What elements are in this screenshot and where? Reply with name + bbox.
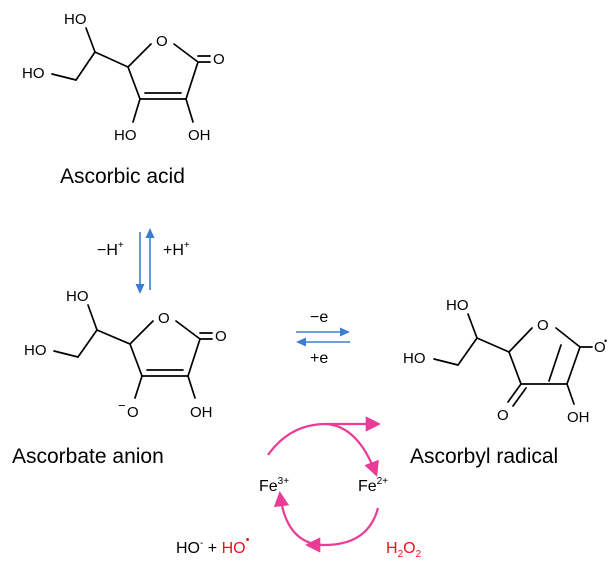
ascorbate-anion-structure: HO HO O O − O OH [24, 288, 227, 421]
proton-equilibrium-arrows [135, 228, 155, 294]
ascorbate-anion-minus-sign: − [118, 398, 126, 413]
ascorbyl-radical-label-keto-o: O [497, 407, 509, 424]
ascorbic-acid-label-ring-o: O [156, 33, 168, 50]
ascorbate-anion-label-o-minus: O [127, 404, 139, 421]
hydrogen-peroxide-label: H2O2 [386, 540, 422, 560]
ascorbyl-radical-name: Ascorbyl radical [410, 445, 558, 468]
ascorbyl-radical-structure: HO HO O O • O OH [403, 297, 607, 426]
ascorbate-anion-label-ring-o: O [158, 310, 170, 327]
ascorbic-acid-label-ho-top: HO [64, 11, 87, 28]
ascorbyl-radical-bonds [433, 313, 593, 407]
ascorbate-anion-label-oh-right: OH [190, 404, 213, 421]
proton-loss-label: −H+ [97, 240, 124, 259]
proton-gain-label: +H+ [163, 240, 190, 259]
electron-equilibrium-arrows [296, 327, 350, 347]
arrow-h2o2-to-hydroxyl [304, 507, 380, 553]
ascorbyl-radical-label-ring-o: O [537, 317, 549, 334]
electron-gain-label: +e [310, 350, 328, 367]
ascorbyl-radical-dot: • [604, 336, 607, 346]
ascorbic-acid-bonds [51, 27, 211, 123]
ascorbic-acid-label-oh-left: HO [114, 127, 137, 144]
redox-cycle-arrows [267, 416, 382, 553]
ascorbic-acid-name: Ascorbic acid [60, 165, 185, 188]
arrow-fe2-to-fe3 [273, 490, 323, 547]
fe2-label: Fe2+ [358, 476, 388, 495]
ascorbic-acid-structure: HO HO O O HO OH [22, 11, 225, 144]
ascorbyl-radical-label-ho-top: HO [446, 297, 469, 314]
arrow-fe3-to-fe2 [325, 422, 379, 477]
hydroxide-plus-hydroxyl-label: HO- + HO• [176, 534, 250, 557]
electron-loss-label: −e [310, 309, 328, 326]
ascorbate-anion-label-carbonyl-o: O [215, 328, 227, 345]
ascorbate-anion-name: Ascorbate anion [12, 445, 164, 468]
ascorbate-anion-label-ho-top: HO [66, 288, 89, 305]
ascorbate-anion-bonds [53, 304, 213, 399]
ascorbyl-radical-label-o-radical: O [594, 339, 606, 356]
ascorbic-acid-label-oh-right: OH [188, 127, 211, 144]
ascorbate-anion-label-ho-left: HO [24, 342, 47, 359]
fe3-label: Fe3+ [259, 476, 289, 495]
arrow-anion-to-radical [267, 416, 382, 456]
ascorbic-acid-label-ho-left: HO [22, 65, 45, 82]
ascorbic-acid-label-carbonyl-o: O [213, 51, 225, 68]
ascorbyl-radical-label-oh-right: OH [567, 409, 590, 426]
ascorbyl-radical-label-ho-left: HO [403, 350, 426, 367]
